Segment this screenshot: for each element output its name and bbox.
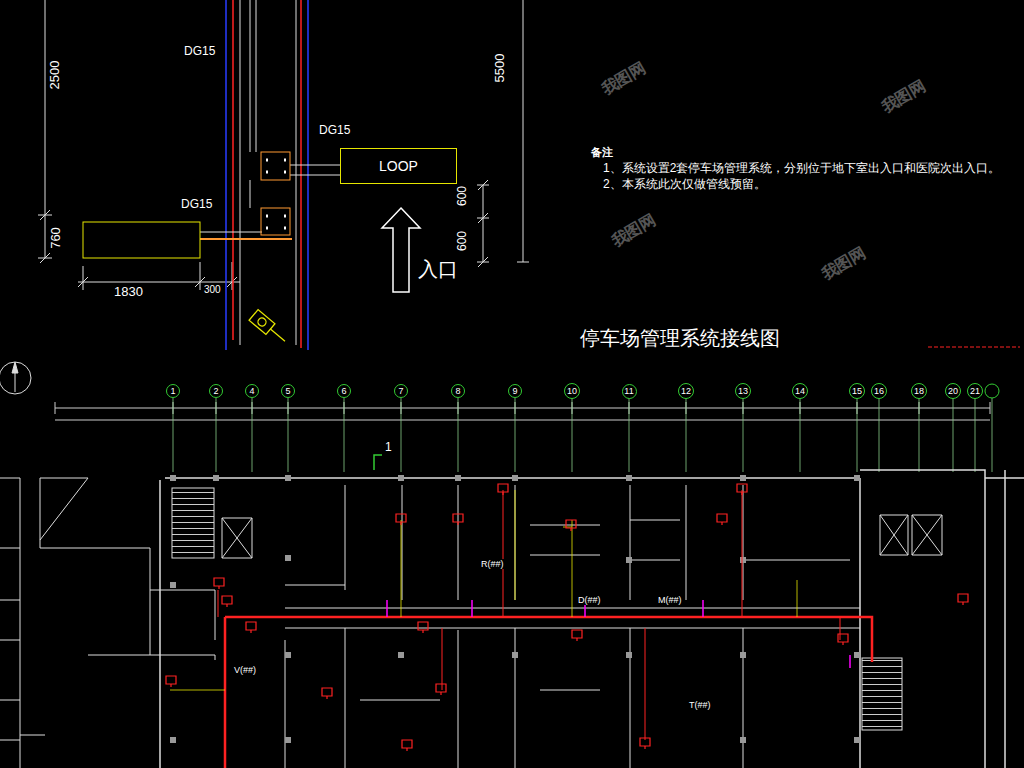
device-tag: D(##) [577,595,602,605]
conduit-red [233,0,301,348]
axis-bubble: 13 [735,383,751,399]
axis-number: 14 [795,387,805,396]
axis-number: 18 [914,387,924,396]
stair [862,658,902,730]
note-text: 1、系统设置2套停车场管理系统，分别位于地下室出入口和医院次出入口。 [602,162,1001,176]
axis-bubble: 9 [508,384,522,398]
axis-bubble: 10 [564,383,580,399]
wall [0,478,215,768]
wall [160,470,1024,768]
axis-number: 21 [970,387,980,396]
drop-cable [387,600,850,668]
terminal-dots [266,160,286,228]
axis-number: 13 [738,387,748,396]
axis-number: 10 [567,387,577,396]
conduit-label: DG15 [318,124,351,138]
axis-bubble: 8 [451,384,465,398]
drawing-title: 停车场管理系统接线图 [580,327,780,350]
dimension: 600 [456,185,470,207]
axis-number: 20 [948,387,958,396]
device-tag: T(##) [688,700,712,710]
watermark: 我图网 [879,77,930,117]
axis-bubble: 6 [337,384,351,398]
axis-bubble: 1 [166,384,180,398]
axis-number: 4 [249,387,254,396]
trunk-cable [225,617,872,768]
axis-number: 2 [213,387,218,396]
section-mark: 1 [384,441,393,455]
elevator [222,515,942,558]
wall [285,485,860,768]
axis-bubble: 2 [209,384,223,398]
axis-bubble [985,384,999,398]
watermark: 我图网 [609,211,660,251]
branch-cable [170,490,797,690]
dimension-line [477,0,529,267]
entrance-arrow [382,208,420,292]
axis-number: 6 [341,387,346,396]
dimension: 2500 [48,60,63,91]
stair [172,488,214,558]
pull-box [261,208,290,235]
axis-bubble: 7 [394,384,408,398]
device-tag: R(##) [480,559,505,569]
axis-bubble: 5 [281,384,295,398]
axis-bubble: 12 [678,383,694,399]
dimension: 1830 [113,285,144,300]
axis-bubble: 20 [945,383,961,399]
axis-bubble: 16 [871,383,887,399]
dashed-line [928,347,1020,348]
device-symbol [166,484,968,751]
loop-detector-box: LOOP [340,148,457,184]
dimension-line [38,0,52,263]
axis-line [173,398,992,472]
entrance-label: 入口 [417,258,459,281]
dimension: 600 [456,230,470,252]
conduit-label: DG15 [183,45,216,59]
branch-cable [218,490,840,740]
axis-number: 16 [874,387,884,396]
axis-number: 15 [852,387,862,396]
barrier-gate [83,222,200,258]
axis-bubble: 11 [622,384,637,399]
cable-orange [200,238,292,240]
device-tag: V(##) [233,665,257,675]
axis-bubble: 18 [911,383,927,399]
dimension: 5500 [493,53,508,84]
axis-bubble: 14 [792,383,808,399]
axis-number: 9 [512,387,517,396]
pull-box [261,152,290,180]
dimension: 760 [49,226,64,250]
marker [374,455,382,470]
north-arrow [12,362,18,392]
axis-number: 12 [681,387,691,396]
axis-number: 5 [285,387,290,396]
conduit-white [200,0,340,345]
conduit-label: DG15 [180,198,213,212]
north-arrow [0,362,31,394]
column [170,475,860,743]
axis-bubble: 21 [967,383,983,399]
note-heading: 备注 [590,146,614,159]
axis-number: 7 [398,387,403,396]
device-tag: M(##) [657,595,683,605]
dimension: 300 [203,284,222,296]
axis-bubble: 15 [849,383,865,399]
axis-number: 11 [624,387,633,396]
note-text: 2、本系统此次仅做管线预留。 [602,178,767,192]
camera-symbol [249,310,289,347]
watermark: 我图网 [599,59,650,99]
watermark: 我图网 [819,244,870,284]
axis-number: 1 [170,387,175,396]
axis-bubble: 4 [245,384,259,398]
axis-number: 8 [455,387,460,396]
dimension-line [55,402,990,420]
box-label: LOOP [379,159,418,173]
